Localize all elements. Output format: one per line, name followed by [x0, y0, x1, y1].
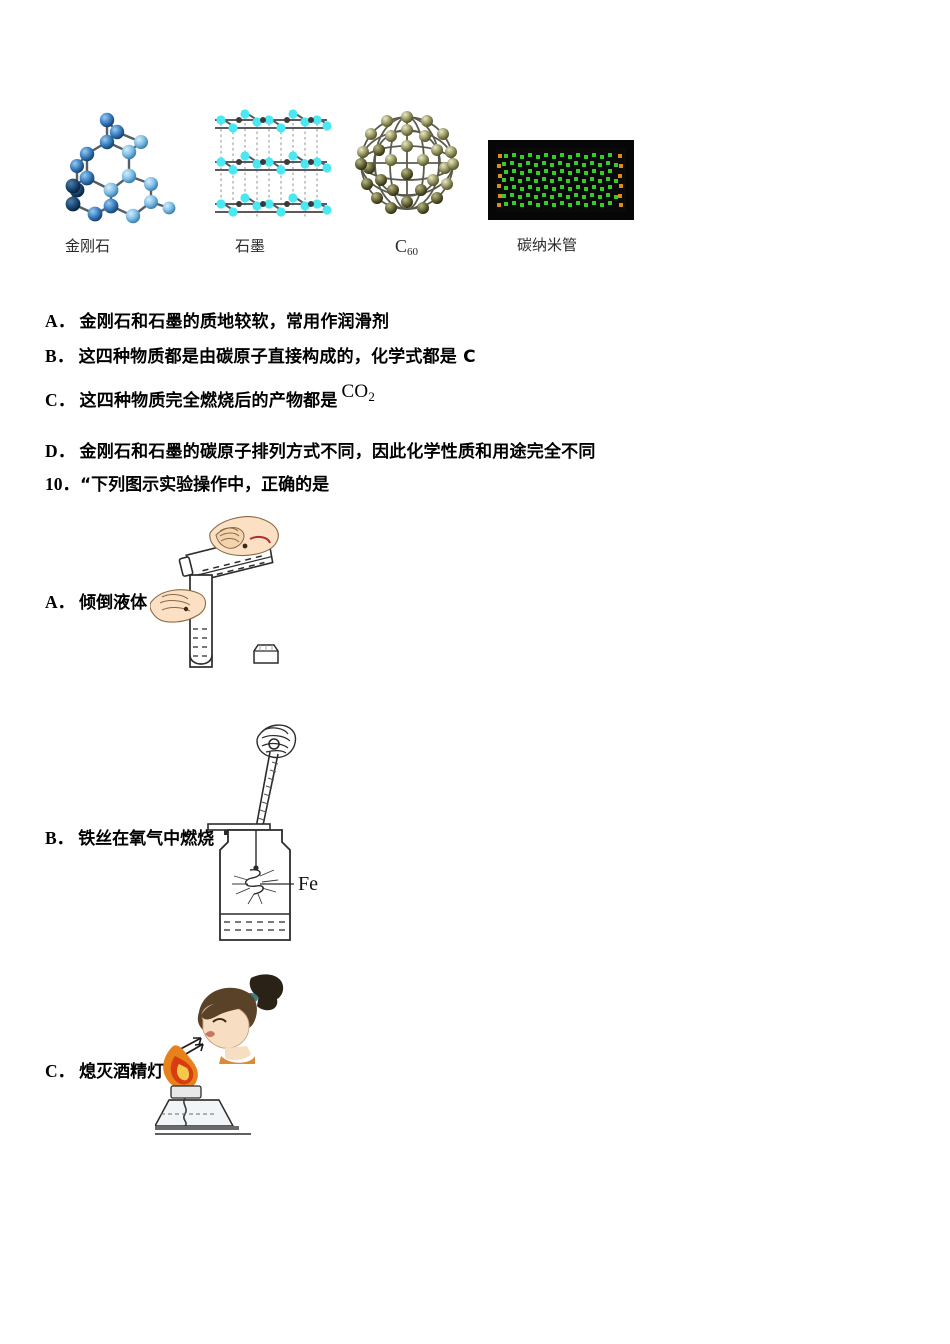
question-10-text: “下列图示实验操作中，正确的是: [80, 475, 330, 495]
fullerene-sphere-icon: [347, 102, 467, 224]
option-a-q9: A．金刚石和石墨的质地较软，常用作润滑剂: [45, 307, 389, 333]
option-d-text: 金刚石和石墨的碳原子排列方式不同，因此化学性质和用途完全不同: [79, 442, 596, 462]
figure-caption-c60-text: C: [395, 236, 408, 256]
option-c-letter: C．: [45, 390, 76, 410]
option-d-q9: D．金刚石和石墨的碳原子排列方式不同，因此化学性质和用途完全不同: [45, 437, 596, 463]
carbon-dioxide-formula: CO2: [341, 381, 376, 404]
choice-a-q10-label: A．倾倒液体: [45, 588, 147, 614]
option-b-letter: B．: [45, 346, 75, 366]
choice-b-letter: B．: [45, 828, 75, 848]
figure-caption-diamond: 金刚石: [65, 237, 111, 255]
choice-c-text: 熄灭酒精灯: [79, 1062, 165, 1082]
graphite-layers-icon: [205, 100, 335, 226]
option-a-letter: A．: [45, 311, 76, 331]
figure-caption-nanotube: 碳纳米管: [517, 236, 578, 254]
choice-a-text: 倾倒液体: [79, 593, 148, 613]
iron-wire-burning-icon: Fe: [198, 718, 378, 958]
figure-caption-c60-sub: 60: [407, 246, 419, 258]
option-a-text: 金刚石和石墨的质地较软，常用作润滑剂: [79, 312, 390, 332]
carbon-dioxide-formula-base: CO: [341, 381, 369, 402]
question-10-number: 10．: [45, 474, 80, 494]
carbon-allotropes-figure: 金刚石: [45, 88, 665, 268]
figure-caption-c60: C60: [395, 236, 418, 258]
extinguish-alcohol-lamp-icon: [155, 968, 325, 1138]
figure-caption-graphite: 石墨: [235, 237, 266, 255]
pouring-liquid-icon: [150, 505, 310, 685]
iron-wire-annotation: Fe: [298, 873, 318, 895]
choice-c-q10-label: C．熄灭酒精灯: [45, 1057, 164, 1083]
choice-a-letter: A．: [45, 592, 76, 612]
choice-b-text: 铁丝在氧气中燃烧: [78, 829, 215, 849]
carbon-dioxide-formula-sub: 2: [368, 389, 376, 404]
choice-c-letter: C．: [45, 1061, 76, 1081]
option-c-text: 这四种物质完全燃烧后的产物都是: [79, 391, 338, 411]
question-10-stem: 10．“下列图示实验操作中，正确的是: [45, 470, 329, 496]
carbon-nanotube-icon: [488, 140, 634, 220]
diamond-lattice-icon: [55, 98, 185, 228]
option-d-letter: D．: [45, 441, 76, 461]
choice-b-q10-label: B．铁丝在氧气中燃烧: [45, 824, 214, 850]
option-b-q9: B．这四种物质都是由碳原子直接构成的，化学式都是 C: [45, 342, 476, 368]
option-b-text: 这四种物质都是由碳原子直接构成的，化学式都是 C: [78, 347, 476, 367]
